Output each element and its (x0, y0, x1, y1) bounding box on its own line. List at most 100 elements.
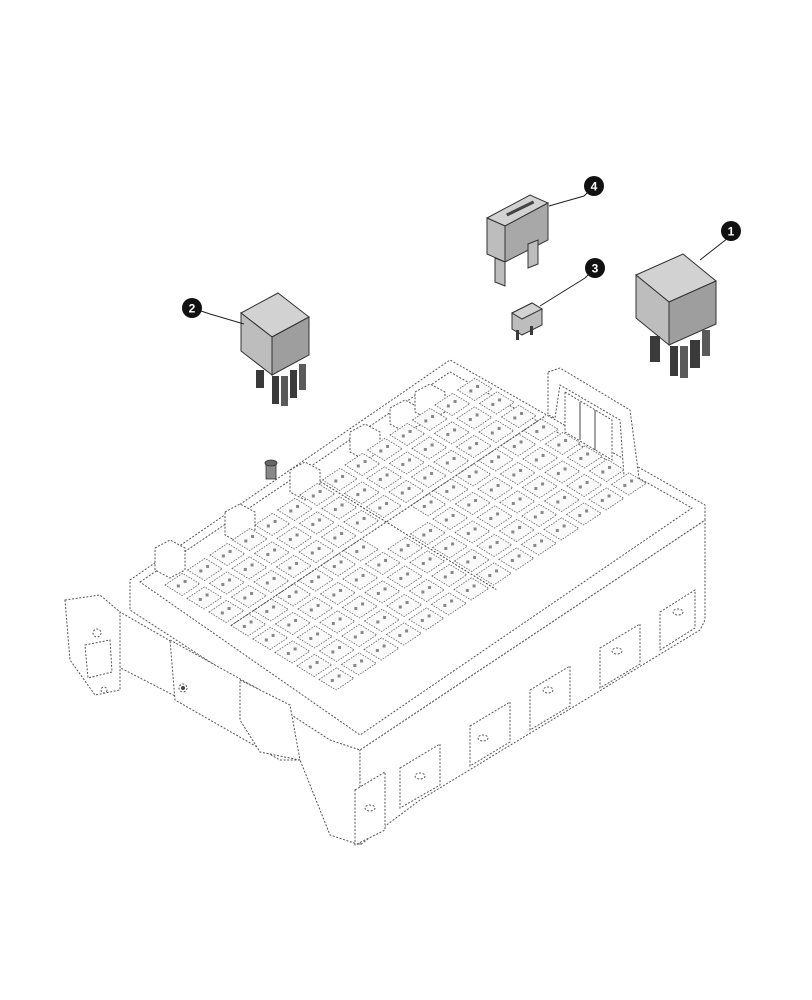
fuse-slot (253, 569, 290, 594)
fuse-slot (456, 377, 493, 402)
slot-terminal (244, 539, 248, 543)
slot-terminal (318, 489, 322, 493)
slot-terminal (228, 578, 232, 582)
relay-large (635, 253, 717, 378)
slot-terminal (465, 588, 469, 592)
slot-terminal (243, 567, 247, 571)
relay-small-pins (256, 364, 306, 406)
slot-terminal (376, 620, 380, 624)
fuse-slot (566, 445, 603, 469)
fuse-slot (366, 466, 403, 490)
slot-terminal (510, 558, 514, 562)
slot-terminal (585, 480, 589, 484)
fuse-slot (296, 625, 333, 649)
slot-terminal (288, 537, 292, 541)
relay-large-side (668, 280, 717, 346)
slot-terminal (563, 467, 567, 471)
slot-terminal (424, 419, 428, 423)
slot-terminal (206, 564, 210, 568)
maxi-fuse-side (504, 202, 549, 263)
slot-terminal (272, 576, 276, 580)
fuse-slot (522, 446, 559, 471)
fuse-slot (387, 536, 424, 561)
fuse-slot (455, 434, 492, 459)
slot-terminal (265, 581, 269, 585)
slot-terminal (333, 536, 337, 540)
fuse-slot (276, 526, 313, 550)
slot-terminal (600, 498, 604, 502)
slot-terminal (362, 545, 366, 549)
slot-terminal (431, 414, 435, 418)
slot-terminal (586, 452, 590, 456)
fuse-slot (299, 482, 336, 507)
fuse-slot (363, 637, 400, 661)
slot-terminal (472, 584, 476, 588)
fuse-slot (320, 553, 357, 577)
slot-terminal (444, 518, 448, 522)
slot-terminal (250, 563, 254, 567)
fuse-slot (343, 509, 380, 534)
fuse-slot (454, 520, 491, 544)
slot-terminal (429, 528, 433, 532)
fuse-slot (478, 391, 515, 415)
slot-terminal (451, 513, 455, 517)
fuse-slot (231, 556, 268, 580)
slot-terminal (488, 545, 492, 549)
slot-terminal (205, 593, 209, 597)
slot-terminal (266, 524, 270, 528)
slot-terminal (405, 600, 409, 604)
slot-terminal (601, 470, 605, 474)
slot-terminal (386, 444, 390, 448)
mounting-tabs (354, 589, 696, 846)
slot-terminal (623, 483, 627, 487)
relay-small-side (271, 316, 310, 376)
slot-terminal (473, 555, 477, 559)
fuse-slot (386, 593, 423, 618)
slot-terminal (495, 569, 499, 573)
slot-terminal (287, 623, 291, 627)
fuse-slot (544, 431, 581, 456)
slot-terminal (295, 533, 299, 537)
slot-terminal (585, 509, 589, 513)
slot-terminal (251, 534, 255, 538)
slot-terminal (511, 530, 515, 534)
fuse-slot (566, 473, 603, 498)
slot-terminal (317, 575, 321, 579)
slot-terminal (331, 621, 335, 625)
slot-terminal (423, 476, 427, 480)
slot-terminal (429, 500, 433, 504)
fuse-slot (588, 487, 625, 511)
slot-terminal (476, 384, 480, 388)
slot-terminal (534, 486, 538, 490)
slot-terminal (362, 516, 366, 520)
slot-terminal (519, 468, 523, 472)
slot-terminal (361, 573, 365, 577)
slot-terminal (518, 525, 522, 529)
slot-terminal (491, 402, 495, 406)
fuse-slot (274, 611, 311, 636)
slot-terminal (332, 564, 336, 568)
slot-terminal (518, 497, 522, 501)
slot-terminal (533, 515, 537, 519)
slot-terminal (331, 650, 335, 654)
fuse-slot (520, 532, 557, 556)
slot-terminal (332, 593, 336, 597)
slot-terminal (353, 663, 357, 667)
fuse-slot (431, 563, 468, 588)
slot-terminal (450, 599, 454, 603)
slot-terminal (407, 486, 411, 490)
fuse-slot (478, 419, 515, 444)
slot-terminal (430, 443, 434, 447)
fuse-slot (453, 548, 490, 573)
fuse-slot (386, 565, 423, 589)
fuse-slot (343, 481, 380, 505)
fuse-slot (341, 623, 378, 648)
slot-terminal (520, 411, 524, 415)
callout-2: 2 (182, 298, 202, 318)
fuse-slot (408, 578, 445, 603)
slot-terminal (513, 416, 517, 420)
slot-terminal (295, 561, 299, 565)
slot-terminal (473, 527, 477, 531)
slot-terminal (443, 575, 447, 579)
fuse-slot (296, 653, 333, 678)
